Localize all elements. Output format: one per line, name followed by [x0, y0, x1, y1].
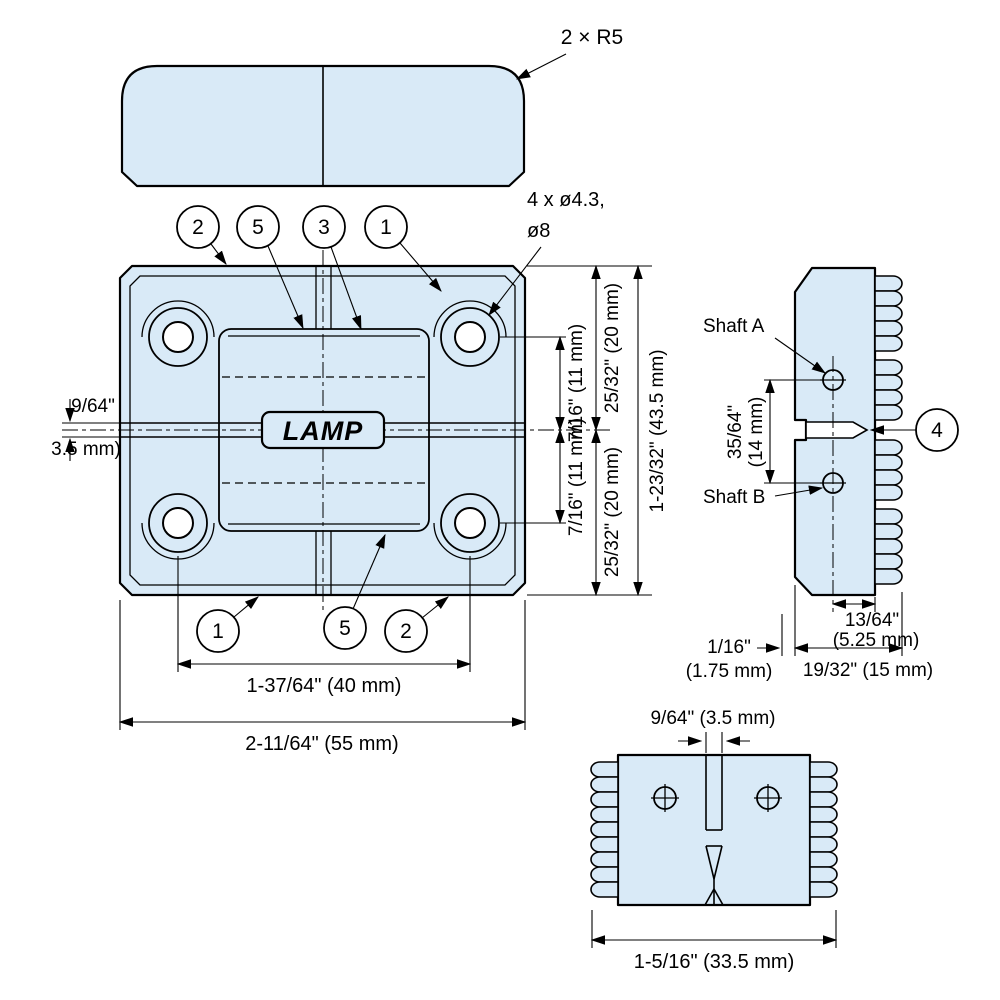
dim-slot-width: 9/64" (3.5 mm) [650, 708, 775, 729]
callout-3-top-number: 3 [318, 216, 330, 239]
central-plate [218, 328, 430, 532]
offset-dimension: 13/64" (5.25 mm) [831, 597, 919, 651]
dim-half-outer-top: 25/32" (20 mm) [602, 283, 623, 413]
logo-text: LAMP [283, 416, 364, 446]
bottom-dimensions: 1-37/64" (40 mm) 2-11/64" (55 mm) [118, 556, 527, 755]
side-view: Shaft A Shaft B 4 35/64" (14 mm) 13/64" … [686, 266, 959, 682]
dim-overall-height: 1-23/32" (43.5 mm) [647, 349, 668, 512]
shaft-a-leader [774, 337, 826, 374]
dim-bottom-overall: 1-5/16" (33.5 mm) [634, 951, 795, 973]
shaft-b-label: Shaft B [703, 487, 765, 508]
bottom-view-teeth-left [590, 761, 619, 898]
dim-half-inner-bottom: 7/16" (11 mm) [566, 418, 587, 536]
callout-1-top: 1 [364, 205, 442, 292]
shaft-b-leader [774, 485, 824, 497]
hole-bottom-left [141, 493, 215, 560]
bottom-view: 9/64" (3.5 mm) 1-5/16" (33.5 mm) [590, 708, 838, 973]
knuckle-slot [805, 421, 869, 439]
bottom-view-slot [704, 755, 724, 906]
bottom-overall-dimension: 1-5/16" (33.5 mm) [590, 910, 838, 973]
callout-1-top-number: 1 [380, 216, 392, 239]
callout-5-top-number: 5 [252, 216, 264, 239]
depth-dimensions: 1/16" (1.75 mm) 19/32" (15 mm) [686, 585, 933, 682]
callout-4: 4 [869, 408, 959, 452]
dim-half-outer-bottom: 25/32" (20 mm) [602, 447, 623, 577]
front-view: LAMP 2 5 3 [51, 189, 668, 755]
callout-5-bottom-number: 5 [339, 617, 351, 640]
dim-overall-width: 2-11/64" (55 mm) [245, 733, 398, 755]
shaft-a-label: Shaft A [703, 316, 765, 337]
bottom-view-screw-left [651, 784, 679, 812]
bottom-view-teeth-right [809, 761, 838, 898]
callout-2-top: 2 [176, 205, 227, 265]
dim-edge-line2: (1.75 mm) [686, 661, 773, 682]
hole-top-left [141, 300, 215, 367]
front-view-inner-contour [129, 275, 516, 586]
corner-radius-label: 2 × R5 [561, 26, 623, 49]
gap-dimension: 9/64" 3.5 mm) [51, 396, 121, 461]
callout-4-number: 4 [931, 419, 943, 442]
callout-5-top: 5 [236, 205, 304, 330]
dim-half-inner-top: 7/16" (11 mm) [566, 324, 587, 442]
dim-depth: 19/32" (15 mm) [803, 660, 933, 681]
callout-1-bottom-number: 1 [212, 620, 224, 643]
dim-gap-line2: 3.5 mm) [51, 439, 121, 460]
dim-offset-line1: 13/64" [845, 610, 899, 631]
callout-2-top-number: 2 [192, 216, 204, 239]
slot-dimension: 9/64" (3.5 mm) [650, 708, 776, 753]
shaft-b [820, 472, 846, 494]
callout-3-top: 3 [302, 205, 362, 331]
hole-bottom-right [433, 493, 507, 560]
dim-hole-pitch: 1-37/64" (40 mm) [247, 675, 402, 697]
hole-spec-line1: 4 x ø4.3, [527, 189, 605, 211]
right-dimensions: 7/16" (11 mm) 7/16" (11 mm) 25/32" (20 m… [500, 264, 668, 597]
dim-gap-line1: 9/64" [71, 396, 115, 417]
dim-shaft-pitch-line2: (14 mm) [746, 397, 767, 468]
corner-radius-leader [515, 53, 567, 80]
logo-plate [260, 410, 386, 450]
bottom-view-screw-right [754, 784, 782, 812]
dim-edge-line1: 1/16" [707, 637, 751, 658]
hole-top-right [433, 300, 507, 367]
shaft-a [820, 369, 846, 391]
callout-2-bottom-number: 2 [400, 620, 412, 643]
shaft-pitch-dimension: 35/64" (14 mm) [725, 378, 822, 485]
callout-2-bottom: 2 [384, 596, 449, 653]
hole-spec-line2: ø8 [527, 220, 550, 242]
callout-5-bottom: 5 [323, 533, 386, 650]
dim-shaft-pitch-line1: 35/64" [725, 405, 746, 459]
hole-spec-leader [488, 246, 542, 316]
top-view: 2 × R5 [120, 26, 623, 188]
callout-1-bottom: 1 [196, 596, 259, 653]
